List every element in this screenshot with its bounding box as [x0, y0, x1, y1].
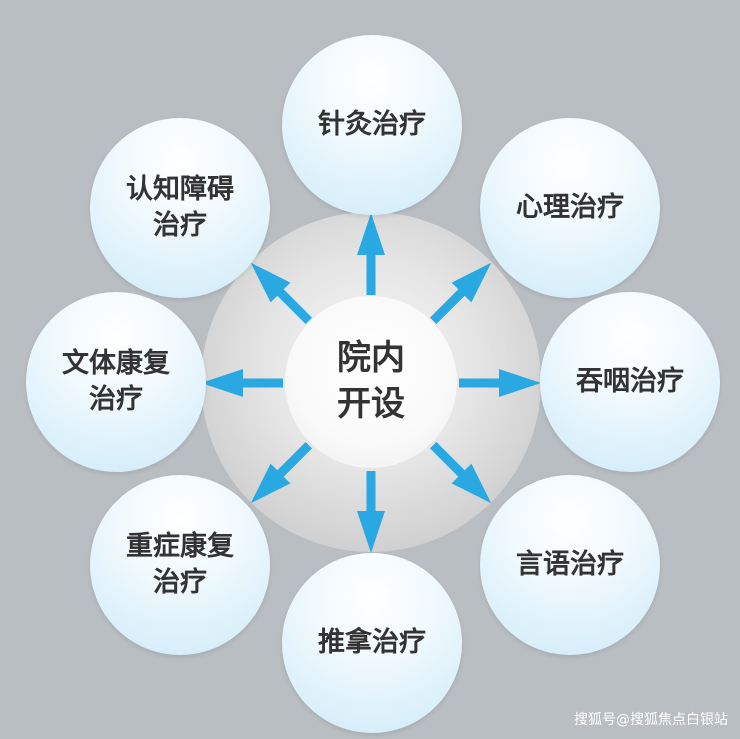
center-label: 院内 开设: [337, 338, 405, 424]
node-label: 重症康复 治疗: [126, 531, 234, 598]
node-swallowing: 吞咽治疗: [540, 292, 720, 472]
watermark: 搜狐号@搜狐焦点白银站: [574, 712, 728, 728]
node-speech: 言语治疗: [480, 475, 660, 655]
node-label: 针灸治疗: [318, 109, 426, 141]
node-label: 推拿治疗: [318, 627, 426, 659]
node-label: 文体康复 治疗: [62, 348, 170, 415]
arrow-down-left: [250, 442, 312, 504]
node-sports-rehab: 文体康复 治疗: [26, 292, 206, 472]
center-node: 院内 开设: [285, 296, 457, 468]
arrow-up-right: [430, 262, 492, 324]
node-severe-rehab: 重症康复 治疗: [90, 475, 270, 655]
node-label: 言语治疗: [516, 549, 624, 581]
node-label: 认知障碍 治疗: [126, 174, 234, 241]
node-cognitive: 认知障碍 治疗: [90, 118, 270, 298]
arrow-right: [459, 369, 541, 397]
node-acupuncture: 针灸治疗: [282, 35, 462, 215]
node-label: 吞咽治疗: [576, 366, 684, 398]
node-massage: 推拿治疗: [282, 553, 462, 733]
arrow-up: [357, 213, 385, 295]
arrow-down-right: [430, 442, 492, 504]
arrow-left: [201, 369, 283, 397]
node-psychology: 心理治疗: [480, 118, 660, 298]
arrow-down: [357, 471, 385, 553]
arrow-up-left: [250, 262, 312, 324]
node-label: 心理治疗: [516, 192, 624, 224]
